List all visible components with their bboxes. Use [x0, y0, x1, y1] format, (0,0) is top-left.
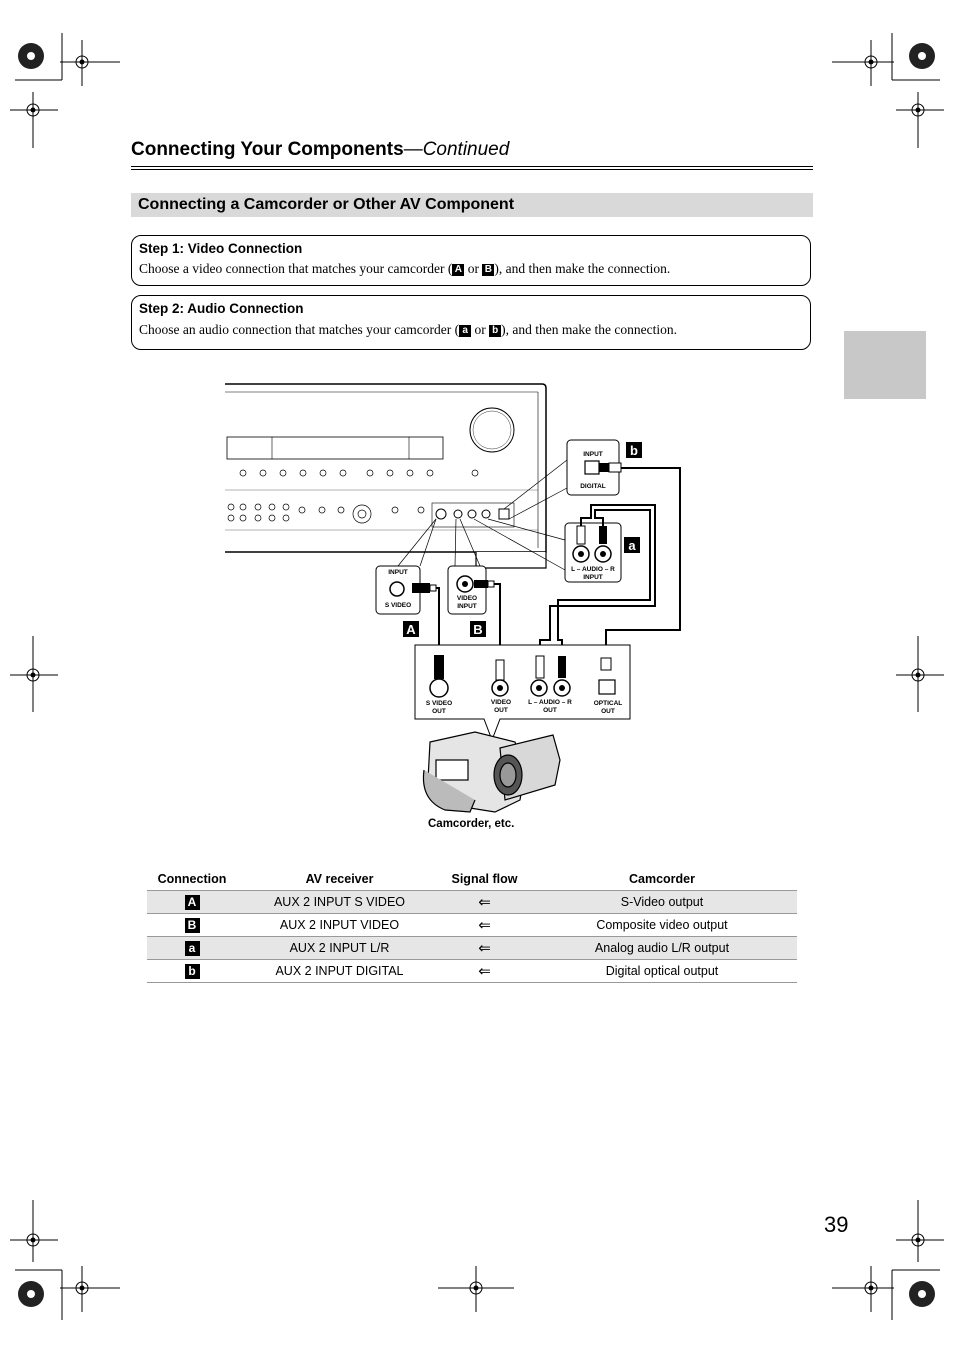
header-rule: [131, 166, 813, 170]
connection-badge: a: [184, 940, 200, 956]
camcorder-cell: Composite video output: [596, 918, 728, 932]
badge-b: b: [489, 325, 502, 337]
step1-box: [131, 235, 811, 286]
flow-cell: ⇐: [442, 890, 527, 914]
connection-badge: A: [184, 894, 200, 910]
section-title: Connecting a Camcorder or Other AV Compo…: [138, 196, 515, 213]
flow-cell: ⇐: [478, 917, 491, 934]
camcorder-caption: Camcorder, etc.: [428, 818, 515, 830]
receiver-cell: AUX 2 INPUT DIGITAL: [275, 964, 404, 978]
step2-text: Choose an audio connection that matches …: [139, 322, 677, 338]
section-title-bar: [131, 193, 813, 217]
step1-text: Choose a video connection that matches y…: [139, 261, 670, 277]
table-header-row: Connection AV receiver Signal flow Camco…: [147, 868, 797, 891]
step1-text-after: ), and then make the connection.: [494, 261, 671, 276]
step1-text-mid: or: [464, 261, 483, 276]
step1-heading: Step 1: Video Connection: [139, 241, 303, 256]
step2-box: [131, 295, 811, 350]
badge-a: a: [459, 325, 472, 337]
col-header-connection: Connection: [157, 872, 227, 886]
table-row: b AUX 2 INPUT DIGITAL ⇐ Digital optical …: [147, 959, 797, 983]
step2-heading: Step 2: Audio Connection: [139, 301, 304, 316]
camcorder-cell: Digital optical output: [605, 964, 719, 978]
badge-B: B: [482, 264, 495, 276]
receiver-cell: AUX 2 INPUT S VIDEO: [237, 890, 442, 914]
flow-cell: ⇐: [442, 936, 527, 960]
table-row: A AUX 2 INPUT S VIDEO ⇐ S-Video output: [147, 890, 797, 914]
connection-table: Connection AV receiver Signal flow Camco…: [147, 868, 797, 983]
flow-cell: ⇐: [478, 963, 491, 980]
receiver-cell: AUX 2 INPUT VIDEO: [279, 918, 400, 932]
header-title-main: Connecting Your Components: [131, 139, 404, 160]
page-number: 39: [824, 1212, 849, 1237]
connection-badge: B: [184, 917, 200, 933]
connection-badge: b: [184, 963, 200, 979]
col-header-camcorder: Camcorder: [629, 872, 695, 886]
step2-text-mid: or: [471, 322, 490, 337]
page-header-title: Connecting Your Components—Continued: [131, 139, 509, 161]
step2-text-before: Choose an audio connection that matches …: [139, 322, 460, 337]
table-row: a AUX 2 INPUT L/R ⇐ Analog audio L/R out…: [147, 936, 797, 960]
col-header-signal-flow: Signal flow: [451, 872, 518, 886]
badge-A: A: [452, 264, 465, 276]
chapter-side-tab: [844, 331, 926, 399]
step2-text-after: ), and then make the connection.: [501, 322, 677, 337]
header-title-continued: —Continued: [403, 139, 510, 160]
camcorder-cell: Analog audio L/R output: [527, 936, 797, 960]
col-header-av-receiver: AV receiver: [305, 872, 374, 886]
receiver-cell: AUX 2 INPUT L/R: [237, 936, 442, 960]
table-row: B AUX 2 INPUT VIDEO ⇐ Composite video ou…: [147, 913, 797, 937]
camcorder-cell: S-Video output: [527, 890, 797, 914]
step1-text-before: Choose a video connection that matches y…: [139, 261, 453, 276]
